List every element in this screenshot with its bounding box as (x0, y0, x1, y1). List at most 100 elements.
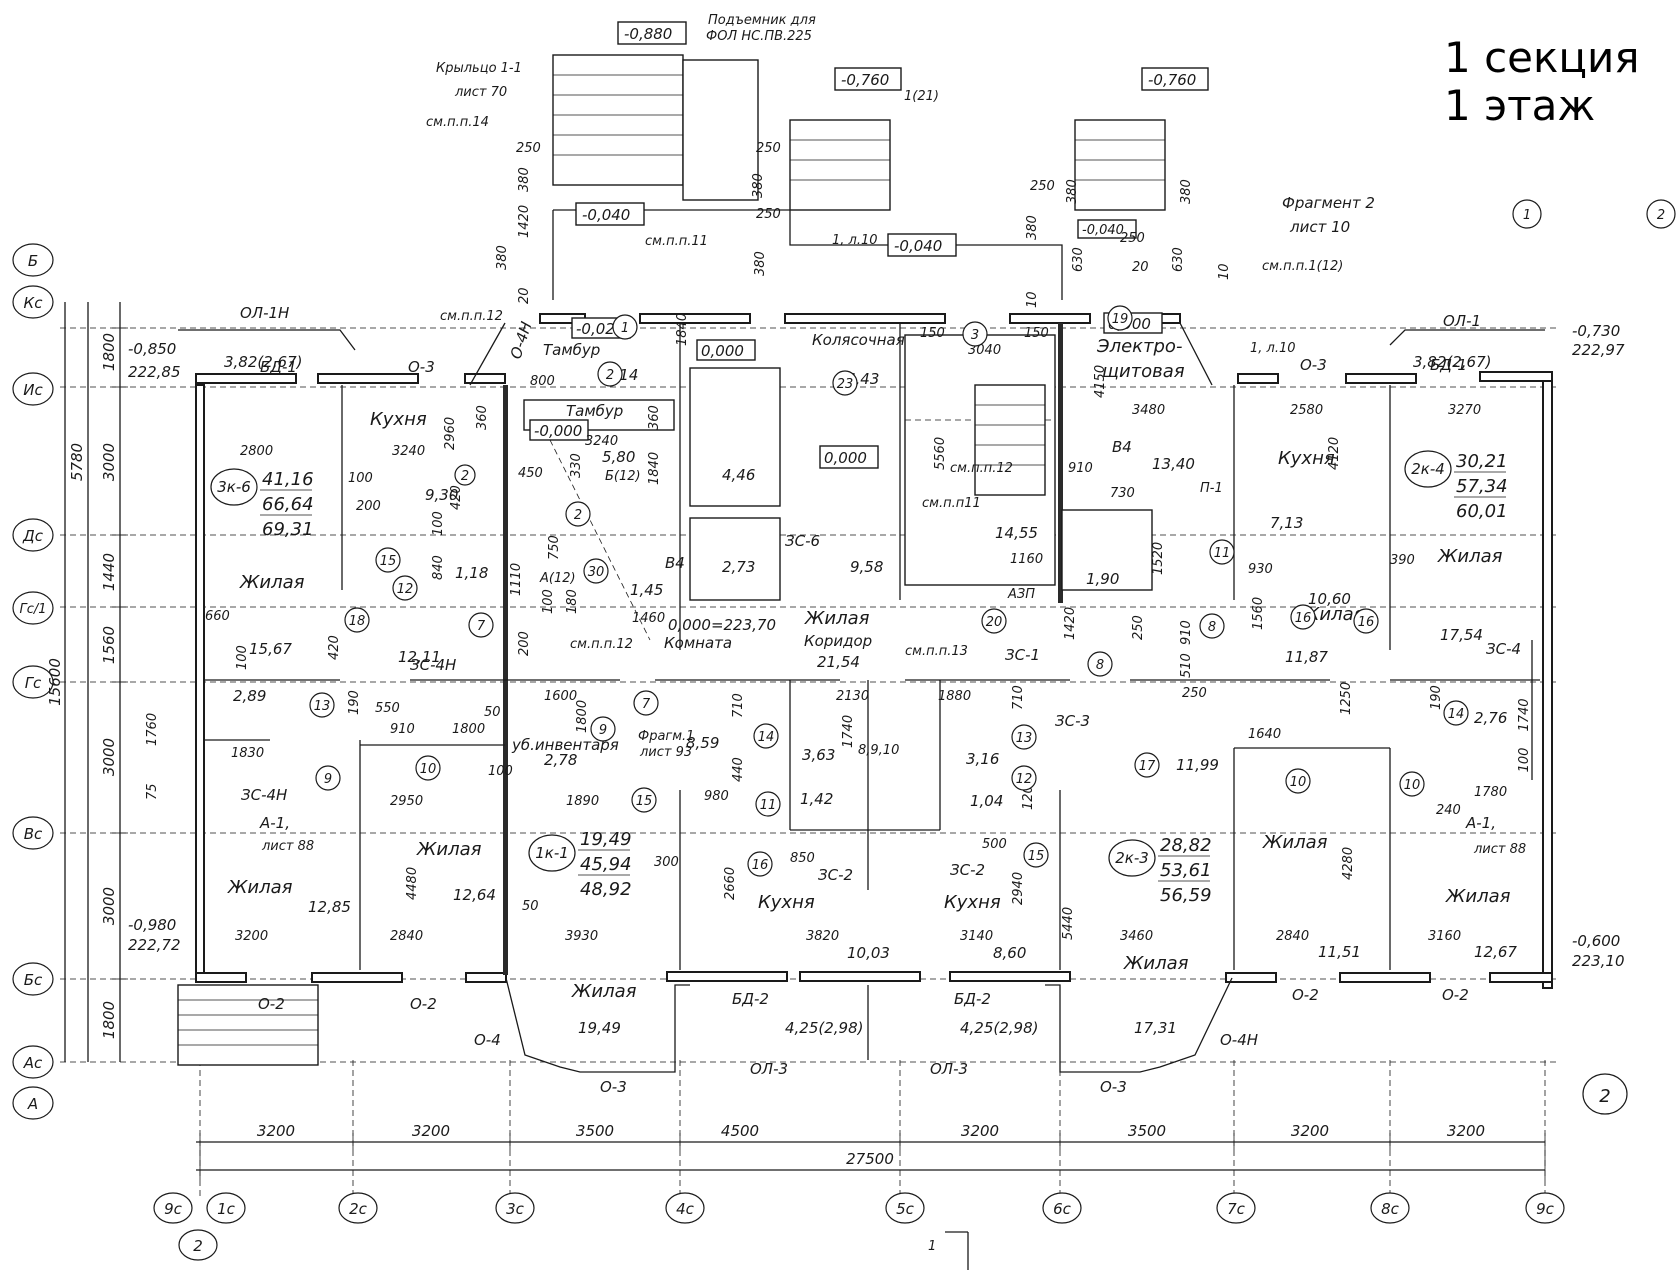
svg-text:3с: 3с (506, 1200, 525, 1218)
svg-text:60,01: 60,01 (1456, 501, 1508, 522)
svg-text:11,87: 11,87 (1285, 648, 1328, 666)
interior-partitions (205, 323, 1540, 975)
svg-text:1800: 1800 (100, 333, 118, 371)
svg-text:1: 1 (621, 321, 629, 336)
svg-text:О-2: О-2 (258, 995, 285, 1013)
svg-text:9: 9 (599, 723, 607, 738)
svg-text:1780: 1780 (1474, 785, 1507, 800)
svg-text:ОЛ-3: ОЛ-3 (750, 1060, 788, 1078)
svg-text:1560: 1560 (1251, 597, 1266, 630)
svg-text:ЗС-4: ЗС-4 (1486, 640, 1521, 658)
svg-text:1740: 1740 (841, 715, 856, 748)
svg-text:Жилая: Жилая (1445, 886, 1511, 907)
svg-text:360: 360 (647, 405, 662, 430)
svg-text:Подъемник для: Подъемник для (708, 13, 816, 28)
svg-text:20: 20 (986, 615, 1003, 630)
svg-text:300: 300 (654, 855, 679, 870)
svg-text:250: 250 (756, 141, 781, 156)
svg-text:56,59: 56,59 (1160, 885, 1212, 906)
svg-text:4150: 4150 (1093, 365, 1108, 398)
axis-bubble-8c: 8с (1370, 1192, 1410, 1224)
axis-bubbles-vertical: 9с 1с 2с 3с 4с 5с 6с 7с 8с 9с 2 (153, 1192, 1565, 1261)
svg-text:Ас: Ас (23, 1054, 43, 1072)
svg-text:Электро-: Электро- (1096, 336, 1182, 357)
svg-text:Жилая: Жилая (416, 839, 482, 860)
svg-text:1,45: 1,45 (630, 581, 663, 599)
svg-text:ФОЛ НС.ПВ.225: ФОЛ НС.ПВ.225 (706, 29, 812, 44)
svg-text:ОЛ-3: ОЛ-3 (930, 1060, 968, 1078)
svg-text:2660: 2660 (723, 867, 738, 900)
svg-text:2950: 2950 (390, 794, 423, 809)
svg-text:1с: 1с (217, 1200, 236, 1218)
svg-text:240: 240 (1436, 803, 1461, 818)
svg-text:1800: 1800 (452, 722, 485, 737)
svg-text:А(12): А(12) (539, 571, 576, 586)
svg-text:20: 20 (517, 287, 532, 304)
svg-text:П-1: П-1 (1200, 481, 1223, 496)
svg-text:щитовая: щитовая (1102, 361, 1185, 382)
callout-circles: 1 2 3 19 23 2 2 30 15 12 18 7 13 9 10 7 … (309, 305, 1469, 877)
svg-text:2с: 2с (349, 1200, 368, 1218)
svg-text:5440: 5440 (1061, 907, 1076, 940)
svg-text:9с: 9с (1536, 1200, 1555, 1218)
svg-text:910: 910 (1179, 620, 1194, 645)
svg-text:10: 10 (1404, 778, 1421, 793)
axis-bubble-Vs: Вс (12, 816, 54, 850)
svg-text:2,78: 2,78 (544, 751, 577, 769)
svg-text:30: 30 (588, 565, 605, 580)
axis-bubble-2c: 2с (338, 1192, 378, 1224)
svg-text:Комната: Комната (664, 634, 732, 652)
svg-text:10,60: 10,60 (1308, 590, 1351, 608)
axis-bubble-9c-right: 9с (1525, 1192, 1565, 1224)
svg-text:120: 120 (1021, 785, 1036, 810)
svg-text:Кухня: Кухня (758, 892, 815, 913)
svg-text:23: 23 (837, 377, 854, 392)
svg-text:Кухня: Кухня (370, 409, 427, 430)
svg-text:лист 70: лист 70 (454, 85, 507, 100)
svg-text:13: 13 (1016, 731, 1033, 746)
svg-text:222,72: 222,72 (128, 936, 181, 954)
svg-text:15: 15 (1028, 849, 1045, 864)
svg-text:12,85: 12,85 (308, 898, 351, 916)
svg-text:1880: 1880 (938, 689, 971, 704)
svg-text:11,99: 11,99 (1176, 756, 1219, 774)
svg-text:3к-6: 3к-6 (217, 478, 251, 496)
svg-text:3930: 3930 (565, 929, 598, 944)
svg-text:-0,730: -0,730 (1572, 322, 1620, 340)
svg-text:лист 88: лист 88 (261, 839, 314, 854)
svg-text:Жилая: Жилая (571, 981, 637, 1002)
svg-text:27500: 27500 (846, 1150, 894, 1168)
svg-text:9,58: 9,58 (850, 558, 883, 576)
svg-text:500: 500 (982, 837, 1007, 852)
svg-text:1740: 1740 (1517, 698, 1532, 731)
svg-text:3200: 3200 (961, 1122, 999, 1140)
svg-text:ОЛ-1: ОЛ-1 (1443, 312, 1481, 330)
axis-bubble-Bs: Бс (12, 962, 54, 996)
svg-text:Фрагм.1: Фрагм.1 (638, 729, 694, 744)
svg-text:0,000: 0,000 (824, 449, 867, 467)
svg-text:А: А (27, 1095, 38, 1113)
svg-text:см.п.п11: см.п.п11 (922, 496, 981, 511)
svg-text:3200: 3200 (235, 929, 268, 944)
svg-text:Кухня: Кухня (944, 892, 1001, 913)
svg-text:Тамбур: Тамбур (543, 341, 600, 359)
svg-text:1, л.10: 1, л.10 (832, 233, 878, 248)
svg-text:4480: 4480 (405, 867, 420, 900)
svg-text:3200: 3200 (412, 1122, 450, 1140)
svg-text:910: 910 (1068, 461, 1093, 476)
svg-text:69,31: 69,31 (262, 519, 314, 540)
svg-text:-0,850: -0,850 (128, 340, 176, 358)
svg-text:41,16: 41,16 (262, 469, 314, 490)
svg-text:66,64: 66,64 (262, 494, 314, 515)
svg-text:930: 930 (1248, 562, 1273, 577)
axis-bubble-A: А (12, 1086, 54, 1120)
svg-text:4280: 4280 (1341, 847, 1356, 880)
svg-text:2: 2 (574, 508, 582, 523)
svg-text:8,60: 8,60 (993, 944, 1026, 962)
apartment-3k-6: 3к-6 41,16 66,64 69,31 (210, 468, 314, 540)
svg-text:уб.инвентаря: уб.инвентаря (511, 736, 619, 754)
dimension-texts: 250 380 1420 380 20 250 380 250 380 250 … (145, 141, 1507, 944)
svg-text:1: 1 (928, 1239, 936, 1254)
svg-text:11: 11 (1214, 546, 1231, 561)
